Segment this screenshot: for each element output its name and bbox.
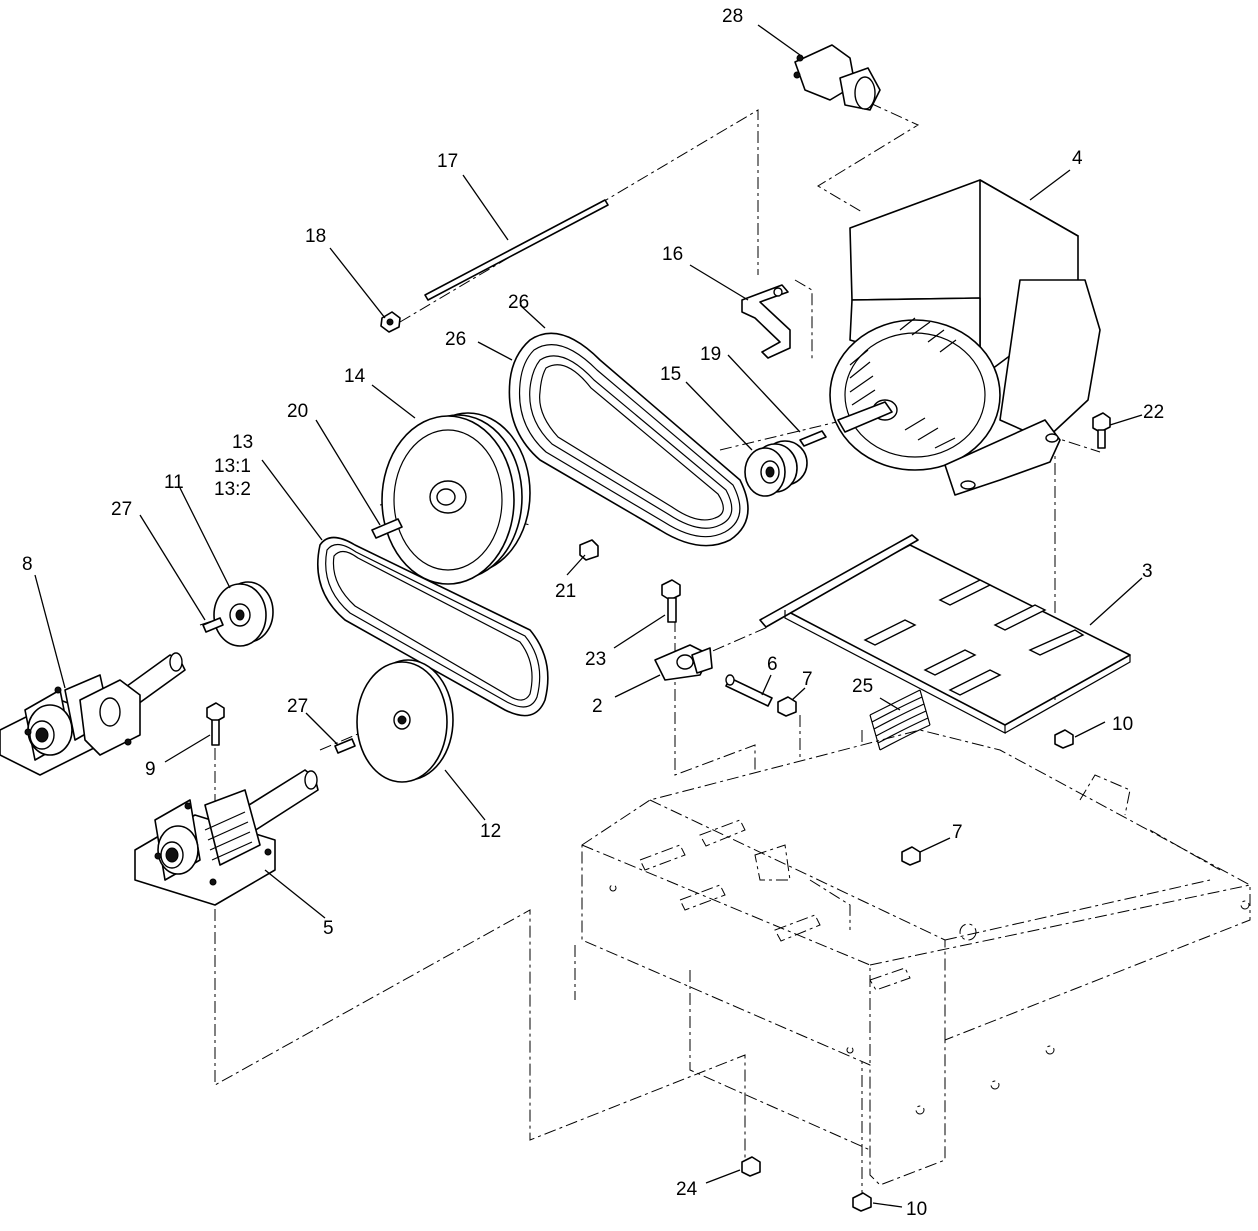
clevis-bracket-part-2 [654, 644, 713, 681]
callout-6: 6 [767, 654, 778, 675]
callout-14: 14 [344, 366, 366, 387]
callout-26-lower: 26 [445, 329, 466, 350]
callout-8: 8 [22, 554, 33, 575]
capacitor-part-28 [793, 44, 881, 111]
frame-chassis [574, 729, 1251, 1186]
bearing-shaft-part-8 [0, 652, 186, 776]
nut-part-24 [741, 1156, 761, 1177]
callout-13-1: 13:1 [214, 456, 251, 477]
callout-18: 18 [305, 226, 326, 247]
callout-23: 23 [585, 649, 606, 670]
key-part-19 [799, 430, 827, 447]
nut-part-7-lower [901, 846, 921, 866]
belts-part-26 [508, 332, 749, 547]
key-part-20 [371, 518, 403, 539]
callout-17: 17 [437, 151, 458, 172]
nut-part-10-lower [852, 1192, 872, 1212]
nut-part-18 [380, 311, 401, 333]
callout-21: 21 [555, 581, 576, 602]
callout-2: 2 [592, 696, 603, 717]
callout-27-lower: 27 [287, 696, 308, 717]
callout-12: 12 [480, 821, 501, 842]
bolt-part-22 [1092, 412, 1111, 449]
callout-25: 25 [852, 676, 873, 697]
callout-24: 24 [676, 1179, 698, 1200]
pin-part-6 [725, 674, 773, 707]
callout-13-2: 13:2 [214, 479, 251, 500]
key-part-27-upper [202, 617, 224, 633]
callout-15: 15 [660, 364, 681, 385]
nut-part-10-upper [1054, 729, 1074, 749]
bolt-part-9 [206, 702, 225, 746]
large-pulley-part-14 [381, 412, 531, 585]
spring-part-25 [869, 689, 931, 751]
leader-lines [34, 24, 1143, 1208]
bracket-part-16 [741, 284, 791, 359]
callout-3: 3 [1142, 561, 1153, 582]
callout-10-upper: 10 [1112, 714, 1133, 735]
pulley-part-11 [213, 581, 274, 647]
bolt-part-23 [661, 579, 681, 623]
callout-11: 11 [164, 472, 184, 493]
callout-16: 16 [662, 244, 683, 265]
callout-4: 4 [1072, 148, 1083, 169]
pulley-part-12 [356, 659, 454, 783]
callout-22: 22 [1143, 402, 1164, 423]
motor-mount-plate-part-3 [759, 534, 1131, 734]
callout-7-lower: 7 [952, 822, 963, 843]
callout-10-lower: 10 [906, 1199, 927, 1220]
belt-part-13 [317, 536, 549, 717]
callout-9: 9 [145, 759, 156, 780]
key-part-27-lower [334, 738, 356, 754]
small-pulley-part-15 [744, 440, 808, 497]
bearing-shaft-part-5 [134, 769, 319, 906]
callout-labels: 28 4 17 18 16 26 26 19 15 14 22 20 13 13… [22, 6, 1164, 1220]
nut-part-7-upper [777, 696, 797, 717]
callout-20: 20 [287, 401, 308, 422]
callout-13: 13 [232, 432, 253, 453]
callout-19: 19 [700, 344, 721, 365]
callout-7-upper: 7 [802, 669, 813, 690]
callout-5: 5 [323, 918, 334, 939]
callout-28: 28 [722, 6, 743, 27]
callout-27-upper: 27 [111, 499, 132, 520]
callout-26-upper: 26 [508, 292, 529, 313]
electric-motor-part-4 [829, 179, 1101, 496]
rod-part-17 [424, 199, 609, 301]
